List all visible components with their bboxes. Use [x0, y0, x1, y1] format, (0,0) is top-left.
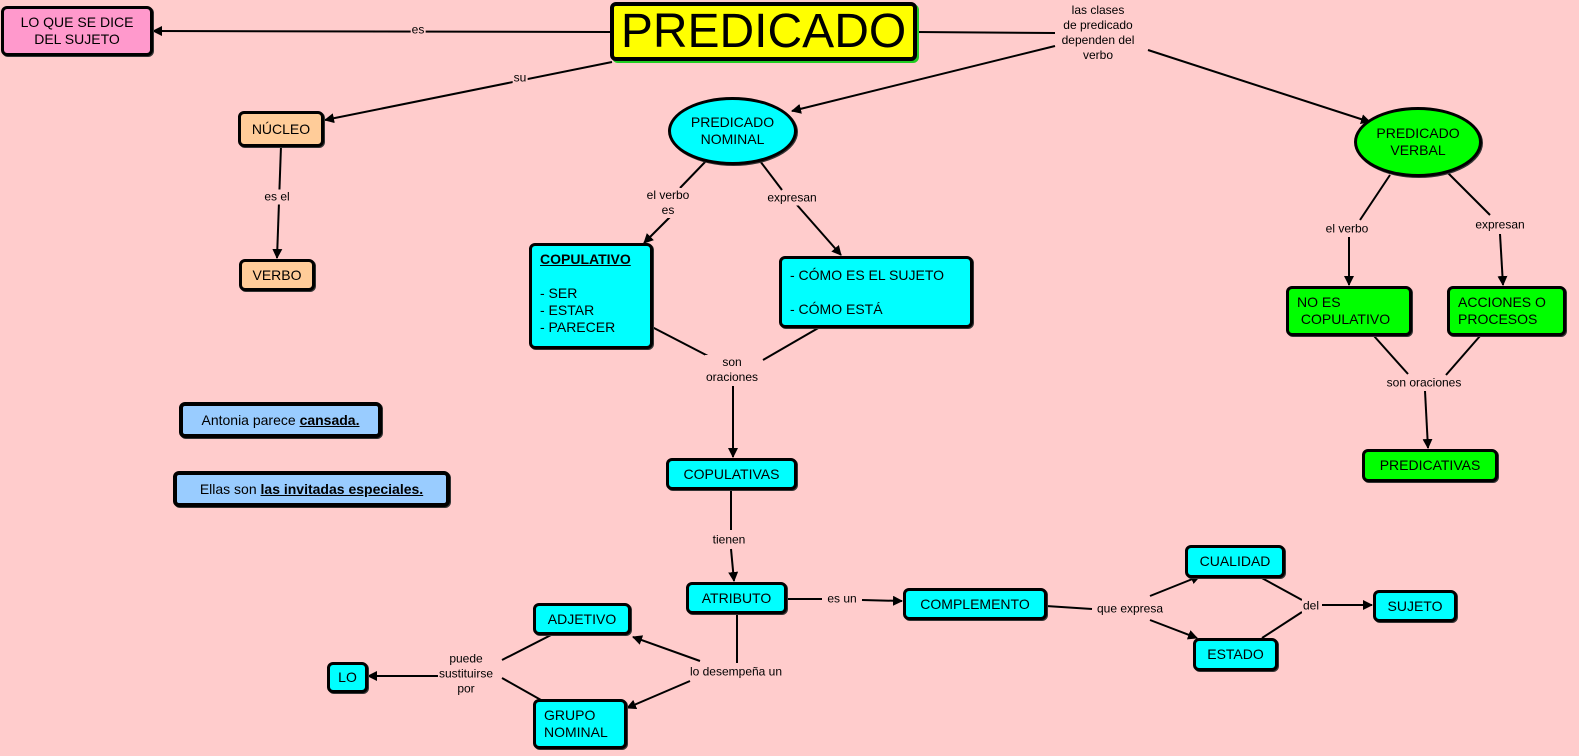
- example-text: Antonia parece: [201, 411, 300, 428]
- example-highlight: las invitadas especiales.: [260, 480, 424, 497]
- link-que-expresa-c: [1149, 619, 1198, 640]
- link-expresan-b: [796, 204, 842, 256]
- node-text: NOMINAL: [544, 724, 608, 740]
- label-line: oraciones: [705, 370, 759, 384]
- node-text: DEL SUJETO: [34, 31, 120, 47]
- node-como[interactable]: - CÓMO ES EL SUJETO - CÓMO ESTÁ: [779, 256, 973, 328]
- label-line: es: [661, 203, 675, 217]
- node-text: LO QUE SE DICE: [20, 14, 134, 30]
- link-puede-b: [501, 677, 542, 701]
- node-predicativas[interactable]: PREDICATIVAS: [1362, 449, 1498, 482]
- node-text: ACCIONES O: [1458, 294, 1546, 310]
- link-clases-nominal: [791, 45, 1056, 114]
- node-adjetivo[interactable]: ADJETIVO: [533, 603, 631, 635]
- link-label-expresan-verbal: expresan: [1474, 217, 1526, 233]
- link-es-un-b: [861, 595, 903, 606]
- example-ellas[interactable]: Ellas son las invitadas especiales.: [173, 471, 450, 507]
- link-desempena-c: [626, 680, 691, 710]
- link-verbo-es-a: [679, 160, 707, 189]
- link-clases-in: [915, 31, 1056, 34]
- node-text: NOMINAL: [700, 131, 765, 147]
- link-son-b: [762, 326, 821, 361]
- node-text: GRUPO: [544, 707, 596, 723]
- link-label-es: es: [410, 22, 426, 38]
- node-cualidad[interactable]: CUALIDAD: [1185, 545, 1285, 578]
- node-text: - CÓMO ESTÁ: [790, 300, 883, 317]
- link-label-es-un: es un: [826, 591, 858, 607]
- link-son-v-a: [1373, 335, 1409, 375]
- link-del-a: [1259, 576, 1303, 601]
- node-copulativo[interactable]: COPULATIVO - SER - ESTAR - PARECER: [529, 243, 653, 349]
- node-sujeto[interactable]: SUJETO: [1373, 590, 1457, 622]
- node-no-es-copulativo[interactable]: NO ES COPULATIVO: [1286, 286, 1412, 336]
- link-label-lo-desempena: lo desempeña un: [688, 664, 784, 680]
- link-label-del: del: [1301, 598, 1321, 614]
- label-line: dependen del: [1061, 33, 1135, 47]
- example-highlight: cansada.: [299, 411, 360, 428]
- link-son-a: [651, 326, 709, 357]
- link-su: [324, 61, 613, 124]
- link-que-expresa-a: [1045, 605, 1093, 610]
- label-line: el verbo: [646, 188, 690, 202]
- label-line: son: [722, 355, 742, 369]
- node-text: PROCESOS: [1458, 311, 1538, 327]
- link-label-que-expresa: que expresa: [1095, 601, 1165, 617]
- label-line: sustituirse: [438, 666, 494, 681]
- node-item: - ESTAR: [540, 302, 595, 318]
- node-text: VERBAL: [1390, 142, 1446, 158]
- link-puede-a: [501, 633, 554, 661]
- example-antonia[interactable]: Antonia parece cansada.: [179, 402, 382, 438]
- label-line: puede: [449, 651, 483, 666]
- link-label-su: su: [512, 70, 528, 86]
- node-item: - SER: [540, 285, 578, 301]
- node-lo[interactable]: LO: [327, 662, 368, 693]
- node-copulativas[interactable]: COPULATIVAS: [666, 458, 797, 490]
- link-desempena-b: [632, 635, 701, 662]
- link-label-son-oraciones-verbal: son oraciones: [1385, 375, 1463, 391]
- link-el-verbo-a: [1359, 174, 1391, 221]
- link-del-b: [1261, 611, 1303, 639]
- link-label-el-verbo: el verbo: [1324, 221, 1370, 237]
- node-complemento[interactable]: COMPLEMENTO: [903, 588, 1047, 620]
- link-es: [152, 26, 612, 37]
- link-son-v-b: [1445, 335, 1481, 376]
- node-text: NO ES: [1297, 294, 1341, 310]
- link-tienen-b: [728, 548, 739, 582]
- link-expresan-v-a: [1447, 172, 1491, 216]
- node-text: PREDICADO: [1376, 125, 1460, 141]
- node-text: COPULATIVO: [1300, 311, 1391, 327]
- label-line: de predicado: [1063, 18, 1133, 32]
- node-text: PREDICADO: [690, 114, 775, 130]
- node-atributo[interactable]: ATRIBUTO: [686, 582, 787, 614]
- node-text: - CÓMO ES EL SUJETO: [790, 266, 945, 283]
- link-son-v-c: [1422, 390, 1433, 449]
- node-predicado[interactable]: PREDICADO: [610, 2, 917, 61]
- example-text: Ellas son: [199, 480, 261, 497]
- node-verbo[interactable]: VERBO: [239, 259, 315, 291]
- link-label-tienen: tienen: [711, 532, 747, 548]
- link-label-es-el: es el: [263, 189, 291, 205]
- label-line: verbo: [1082, 48, 1114, 62]
- link-que-expresa-b: [1149, 574, 1201, 597]
- node-nucleo[interactable]: NÚCLEO: [238, 111, 324, 147]
- label-line: las clases: [1071, 3, 1125, 17]
- link-label-expresan: expresan: [766, 190, 818, 206]
- node-title: COPULATIVO: [540, 251, 631, 267]
- label-line: por: [457, 681, 475, 696]
- link-verbo-es-b: [643, 216, 671, 244]
- link-expresan-a: [759, 160, 783, 191]
- link-clases-verbal: [1147, 49, 1371, 124]
- node-item: - PARECER: [540, 319, 616, 335]
- node-estado[interactable]: ESTADO: [1193, 638, 1278, 671]
- link-expresan-v-b: [1497, 233, 1508, 286]
